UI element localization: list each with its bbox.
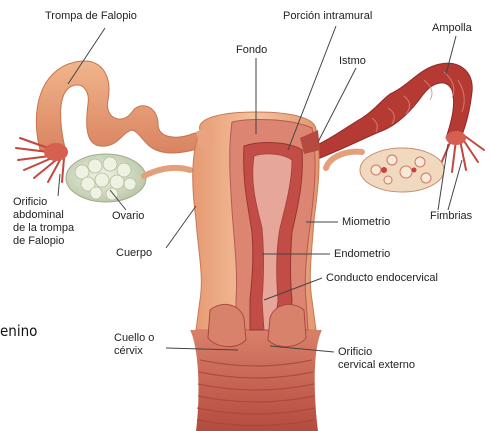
label-miometrio: Miometrio	[342, 216, 390, 229]
label-fimbrias: Fimbrias	[430, 210, 472, 223]
label-istmo: Istmo	[339, 55, 366, 68]
label-cuello: Cuello o cérvix	[114, 332, 154, 358]
label-fondo: Fondo	[236, 44, 267, 57]
label-ampolla: Ampolla	[432, 22, 472, 35]
left-ovary	[66, 154, 190, 202]
label-conducto-endocervical: Conducto endocervical	[326, 272, 438, 285]
label-orificio-abdominal: Orificio abdominal de la trompa de Falop…	[13, 196, 74, 248]
label-porcion-intramural: Porción intramural	[283, 10, 372, 23]
vagina	[190, 330, 322, 431]
right-ovary	[326, 148, 444, 192]
label-ovario: Ovario	[112, 210, 144, 223]
cut-off-text: enino	[0, 322, 37, 340]
label-cuerpo: Cuerpo	[116, 247, 152, 260]
label-trompa: Trompa de Falopio	[45, 10, 137, 23]
label-orificio-cervical: Orificio cervical externo	[338, 346, 415, 372]
label-endometrio: Endometrio	[334, 248, 390, 261]
uterus-body	[193, 112, 320, 347]
